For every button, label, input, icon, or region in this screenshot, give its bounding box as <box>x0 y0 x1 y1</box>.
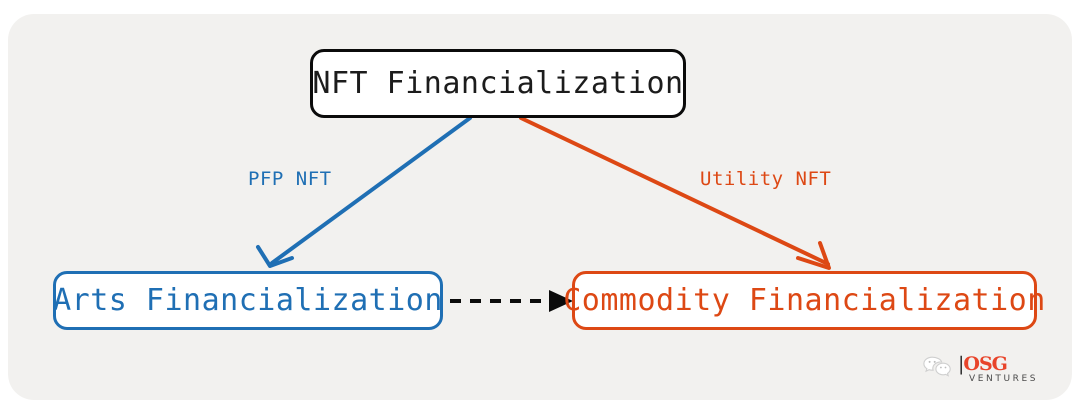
logo-osg-text: OSG <box>963 352 1007 375</box>
node-nft-financialization[interactable]: NFT Financialization <box>310 49 686 118</box>
osg-ventures-logo: |OSG VENTURES <box>958 352 1039 384</box>
edge-arts-to-commodity <box>450 290 573 312</box>
edge-label-utility-nft: Utility NFT <box>700 168 832 190</box>
edge-root-to-commodity <box>519 116 831 270</box>
logo-main-text: |OSG <box>958 352 1008 375</box>
wechat-icon <box>922 355 952 383</box>
logo-subtitle: VENTURES <box>969 373 1039 384</box>
node-commodity-financialization[interactable]: Commodity Financialization <box>563 271 1045 330</box>
logo-bar: | <box>958 352 964 375</box>
node-arts-financialization[interactable]: Arts Financialization <box>53 271 443 330</box>
edge-label-pfp-nft: PFP NFT <box>248 168 332 190</box>
watermark: |OSG VENTURES <box>922 349 1056 389</box>
node-arts-label: Arts Financialization <box>53 282 443 318</box>
node-root-label: NFT Financialization <box>312 65 684 101</box>
node-commodity-label: Commodity Financialization <box>563 282 1046 318</box>
edge-root-to-arts <box>256 116 472 268</box>
